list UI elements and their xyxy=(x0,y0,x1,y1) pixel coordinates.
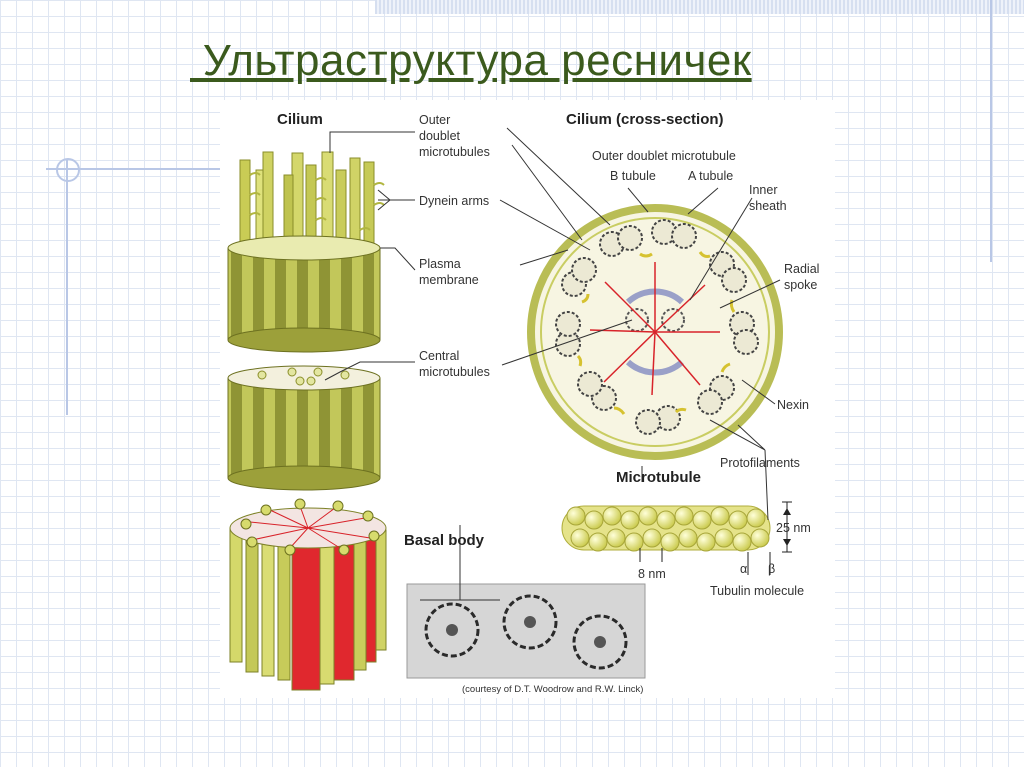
label-central-mt-2: microtubules xyxy=(419,365,490,379)
plasma-membrane-cylinder-top xyxy=(227,247,381,341)
top-decorative-band xyxy=(375,0,1024,14)
label-protofilaments: Protofilaments xyxy=(720,456,800,470)
central-pair xyxy=(625,308,685,332)
cross-section-drawing xyxy=(527,204,783,460)
plasma-membrane-cylinder-bottom xyxy=(227,377,381,479)
label-size-8nm: 8 nm xyxy=(638,567,666,581)
label-inner-sheath-2: sheath xyxy=(749,199,787,213)
label-dynein-arms: Dynein arms xyxy=(419,194,489,208)
leader-lines xyxy=(324,127,781,601)
label-alpha: α xyxy=(740,562,747,576)
label-a-tubule: A tubule xyxy=(688,169,733,183)
label-plasma-membrane-1: Plasma xyxy=(419,257,461,271)
label-central-mt-1: Central xyxy=(419,349,459,363)
label-plasma-membrane-2: membrane xyxy=(419,273,479,287)
electron-micrograph xyxy=(406,583,646,679)
decorative-line-right xyxy=(990,0,992,262)
label-size-25nm: 25 nm xyxy=(776,521,811,535)
label-outer-doublet-2: doublet xyxy=(419,129,461,143)
dynein-arm-marks xyxy=(576,251,736,415)
label-outer-doublet-1: Outer xyxy=(419,113,450,127)
slide-title: Ультраструктура ресничек xyxy=(190,36,752,85)
decorative-line-left xyxy=(66,160,68,415)
decorative-line-horizontal xyxy=(46,168,226,170)
label-tubulin-molecule: Tubulin molecule xyxy=(710,584,804,598)
label-courtesy: (courtesy of D.T. Woodrow and R.W. Linck… xyxy=(462,684,643,695)
header-cross-section: Cilium (cross-section) xyxy=(566,111,724,128)
label-radial-spoke-2: spoke xyxy=(784,278,817,292)
basal-body-drawing xyxy=(229,498,387,691)
header-cilium: Cilium xyxy=(277,111,323,128)
decorative-circle xyxy=(56,158,80,182)
label-outer-doublet-microtubule: Outer doublet microtubule xyxy=(592,149,736,163)
label-radial-spoke-1: Radial xyxy=(784,262,819,276)
label-outer-doublet-3: microtubules xyxy=(419,145,490,159)
header-basal-body: Basal body xyxy=(404,532,485,549)
microtubule-drawing xyxy=(561,501,792,575)
header-microtubule: Microtubule xyxy=(616,469,701,486)
cilium-3d-drawing xyxy=(227,151,385,491)
outer-doublets xyxy=(555,219,759,435)
label-beta: β xyxy=(768,562,775,576)
label-nexin: Nexin xyxy=(777,398,809,412)
label-inner-sheath-1: Inner xyxy=(749,183,778,197)
label-b-tubule: B tubule xyxy=(610,169,656,183)
